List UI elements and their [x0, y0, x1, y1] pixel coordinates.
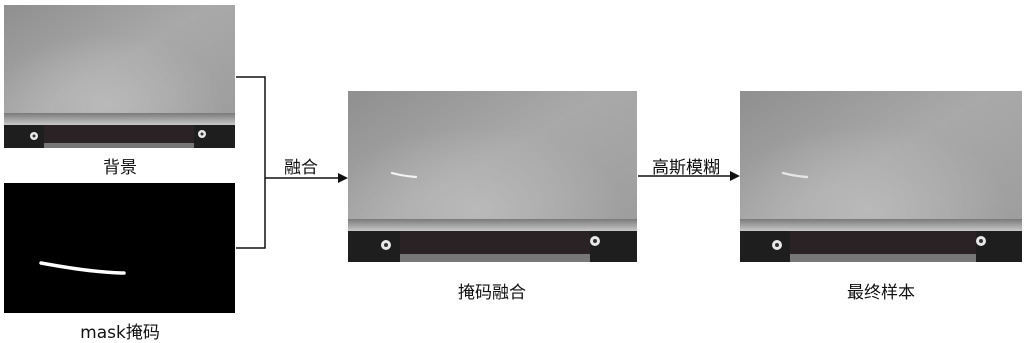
- masked-fusion-caption: 掩码融合: [458, 283, 526, 303]
- masked-fusion-image: [348, 91, 637, 262]
- final-sample-image: [740, 91, 1022, 262]
- background-image: [4, 5, 235, 148]
- gaussian-blur-arrow-label: 高斯模糊: [652, 158, 720, 178]
- mask-image: [4, 183, 235, 313]
- mask-caption: mask掩码: [80, 323, 160, 343]
- background-caption: 背景: [103, 158, 137, 178]
- final-sample-caption: 最终样本: [847, 283, 915, 303]
- fusion-arrow-label: 融合: [284, 158, 318, 178]
